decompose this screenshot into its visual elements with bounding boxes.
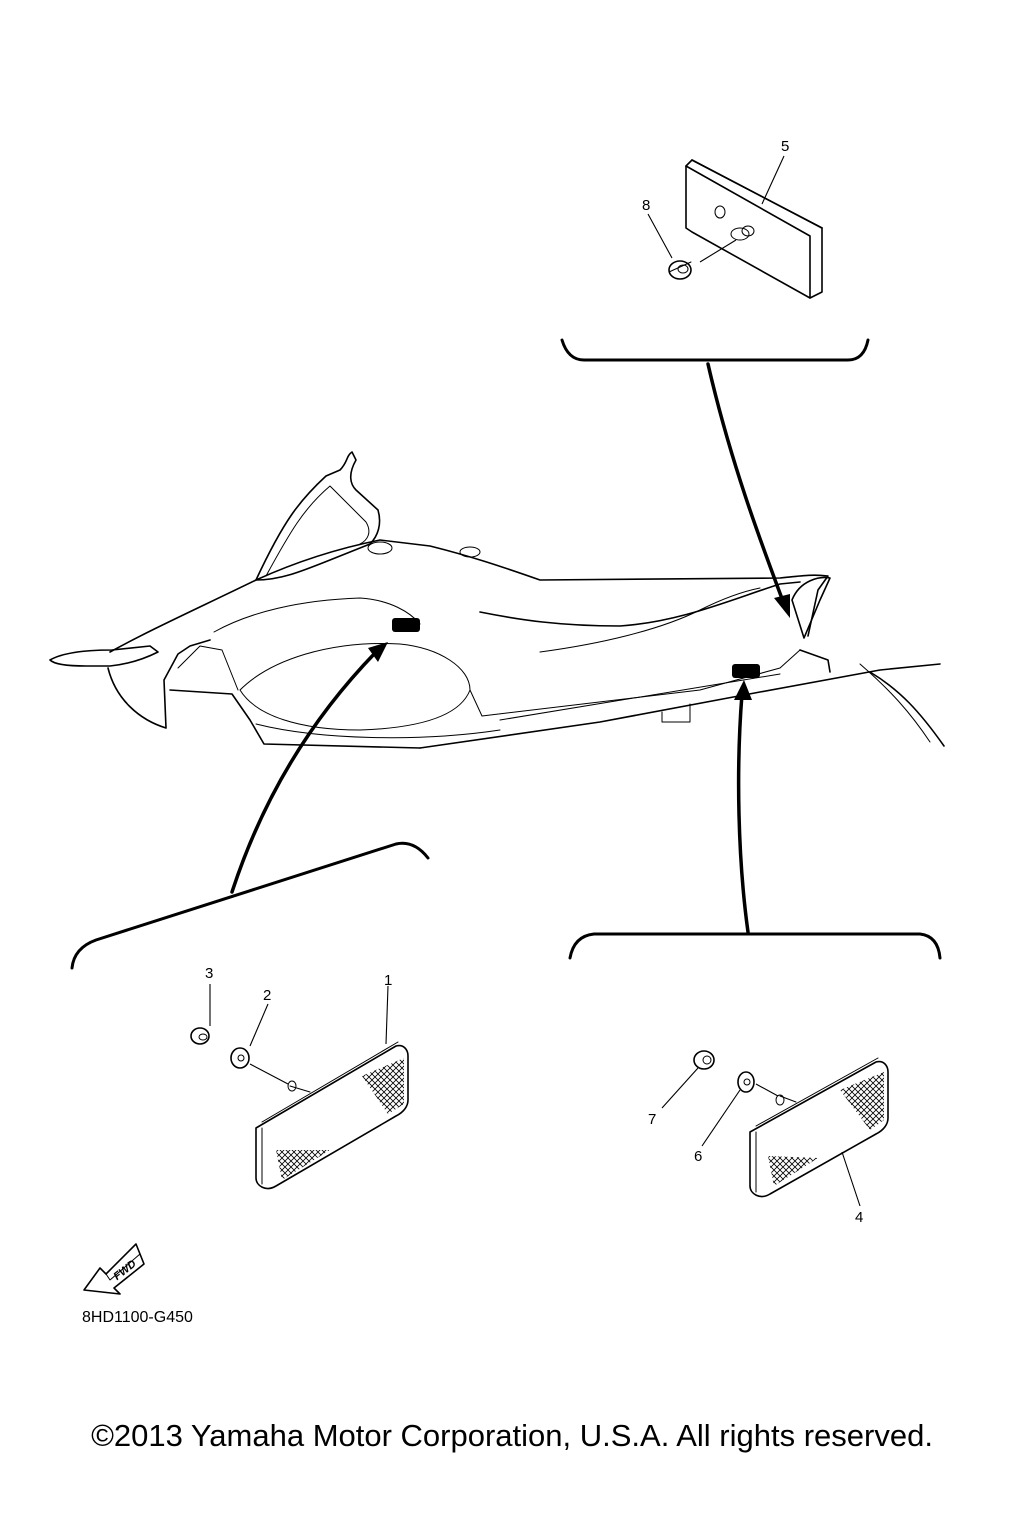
callout-1: 1 <box>384 972 392 989</box>
pointer-arrows <box>230 362 790 934</box>
reflector-location-rear-side <box>732 664 760 678</box>
callout-7: 7 <box>648 1111 656 1128</box>
callout-6: 6 <box>694 1148 702 1165</box>
side-reflector-detail-left <box>70 841 430 1190</box>
copyright-notice: ©2013 Yamaha Motor Corporation, U.S.A. A… <box>91 1418 933 1453</box>
callout-3: 3 <box>205 965 213 982</box>
part-code: 8HD1100-G450 <box>82 1309 193 1326</box>
callout-numbers: 1 2 3 4 5 6 7 8 <box>205 138 863 1226</box>
callout-8: 8 <box>642 197 650 214</box>
snowmobile-body <box>49 451 945 749</box>
reflector-location-side <box>392 618 420 632</box>
side-reflector-detail-right <box>568 932 942 1207</box>
rear-reflector-detail <box>560 155 870 362</box>
callout-5: 5 <box>781 138 789 155</box>
flange-nut-8 <box>668 260 692 280</box>
fwd-arrow-icon: FWD <box>83 1243 145 1295</box>
callout-2: 2 <box>263 987 271 1004</box>
callout-4: 4 <box>855 1209 863 1226</box>
